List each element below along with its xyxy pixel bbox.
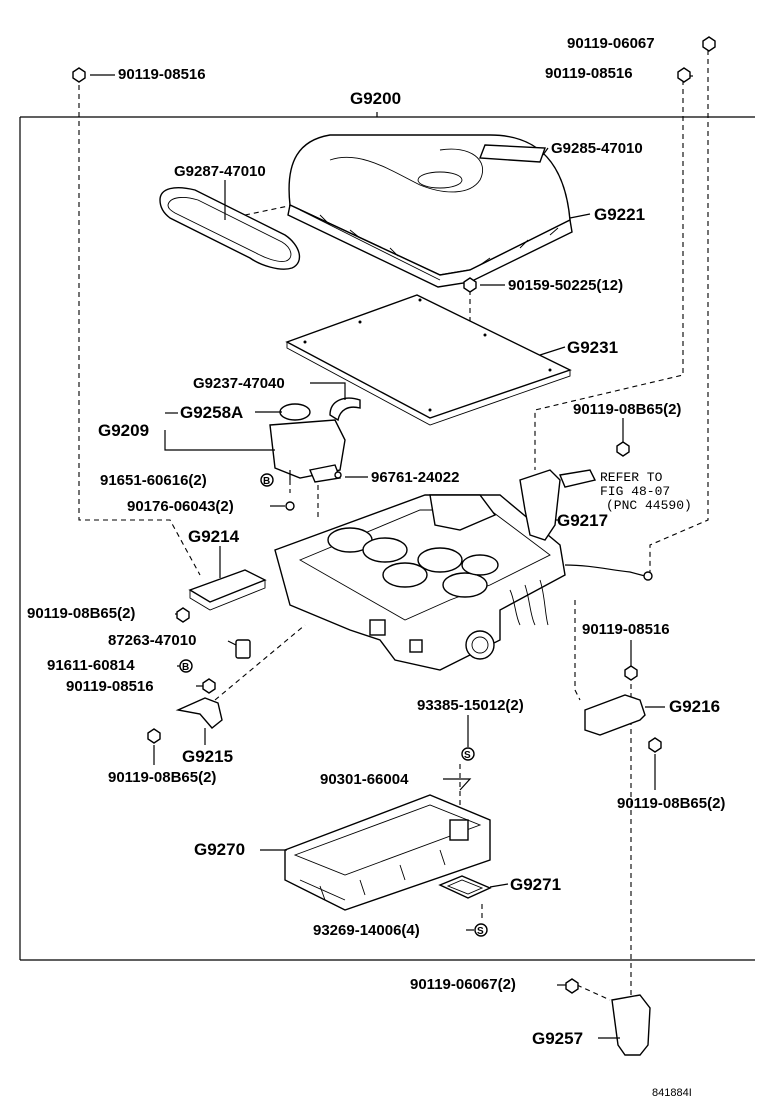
bracket-g9215: [175, 697, 223, 729]
label-bolt-bracket-l: 90119-08B65(2): [27, 605, 135, 622]
label-lower-case: G9270: [194, 840, 245, 859]
label-screw-mid: 93385-15012(2): [417, 697, 524, 714]
label-plate: G9231: [567, 338, 618, 357]
label-refer-line3: (PNC 44590): [606, 498, 692, 513]
symbol-b-icon: [260, 473, 274, 487]
label-bolt-top-right2: 90119-08516: [545, 65, 633, 82]
clamp-icon: [334, 471, 342, 479]
label-bolt-top-right: 90119-06067: [567, 35, 655, 52]
bracket-g9214: [188, 569, 267, 611]
label-pin: 87263-47010: [108, 632, 196, 649]
label-cover-sticker: G9285-47010: [551, 140, 643, 157]
label-bolt-216: 90119-08B65(2): [617, 795, 725, 812]
insulation-plate: [285, 294, 572, 426]
symbol-s-icon: [461, 747, 475, 761]
symbol-b-text: B: [263, 476, 270, 487]
cover-seal: [159, 187, 301, 270]
part-labels: 90119-06067 90119-08516 90119-08516 G920…: [27, 35, 725, 1099]
label-washer: 91611-60814: [47, 657, 135, 674]
label-bolt-bracket-r: 90119-08B65(2): [573, 401, 681, 418]
label-bracket-bottom: G9257: [532, 1029, 583, 1048]
inverter-assembly: [274, 494, 653, 671]
label-refer-line2: FIG 48-07: [600, 484, 670, 499]
label-gasket-small: 90301-66004: [320, 771, 409, 788]
leader-lines: [90, 74, 693, 1039]
bolt-icon: [202, 678, 216, 694]
upper-cover: [287, 134, 573, 288]
label-clip2: 90176-06043(2): [127, 498, 234, 515]
symbol-s-text: S: [464, 750, 471, 761]
label-reservoir: G9209: [98, 421, 149, 440]
symbol-s-icon: [474, 923, 488, 937]
bolt-icon: [677, 67, 691, 83]
label-bracket-r: G9217: [557, 511, 608, 530]
symbol-s-text: S: [477, 926, 484, 937]
bracket-g9257: [611, 994, 651, 1056]
coolant-reservoir: [269, 397, 361, 483]
symbol-b-text: B: [182, 662, 189, 673]
bolt-icon: [176, 607, 190, 623]
label-bolt-small: 90119-08B65(2): [108, 769, 216, 786]
label-bracket-small: G9215: [182, 747, 233, 766]
assembly-frame: [19, 112, 755, 961]
pin-part: [235, 639, 251, 659]
label-screw-lower: 93269-14006(4): [313, 922, 420, 939]
clip-icon: [285, 501, 295, 511]
bracket-g9216: [584, 694, 646, 736]
bolt-icon: [616, 441, 630, 457]
symbol-markers: B B S S: [179, 471, 488, 937]
lower-case: [284, 794, 491, 911]
label-clip1: 91651-60616(2): [100, 472, 207, 489]
label-hose: G9237-47040: [193, 375, 285, 392]
lower-cover: [438, 875, 492, 899]
bolt-icon: [72, 67, 86, 83]
bolt-icon: [463, 277, 477, 293]
label-group: G9200: [350, 89, 401, 108]
label-cap: G9258A: [180, 403, 243, 422]
bolt-icon: [624, 665, 638, 681]
label-bolt-right-mid: 90119-08516: [582, 621, 670, 638]
diagram-id: 841884I: [652, 1087, 692, 1099]
label-bolt-mid: 90119-08516: [66, 678, 154, 695]
label-clamp: 96761-24022: [371, 469, 459, 486]
label-screw-cover: 90159-50225(12): [508, 277, 623, 294]
bolt-icon: [147, 728, 161, 744]
bolt-icon: [648, 737, 662, 753]
bolt-icon: [565, 978, 579, 994]
label-bracket-l: G9214: [188, 527, 240, 546]
label-bolt-top-left: 90119-08516: [118, 66, 206, 83]
label-lower-cover: G9271: [510, 875, 561, 894]
assembly-guides: [78, 50, 709, 1035]
bolt-icons: [72, 36, 716, 994]
label-cover-part: G9221: [594, 205, 645, 224]
label-bolt-bottom: 90119-06067(2): [410, 976, 516, 993]
label-bracket-216: G9216: [669, 697, 720, 716]
bolt-icon: [702, 36, 716, 52]
cover-label-sticker: [479, 144, 546, 163]
label-seal: G9287-47010: [174, 163, 266, 180]
bracket-g9217: [519, 469, 597, 541]
label-refer-line1: REFER TO: [600, 470, 663, 485]
